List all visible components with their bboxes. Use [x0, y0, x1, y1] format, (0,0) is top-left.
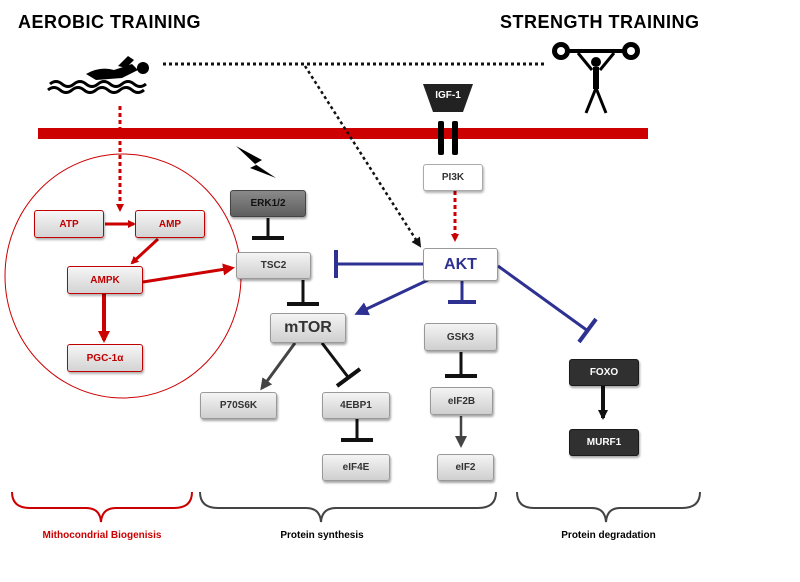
ampk-node: AMPK [67, 266, 143, 294]
igf1-shape [423, 84, 473, 112]
swimmer-icon [47, 56, 149, 94]
eif2b-node: eIF2B [430, 387, 493, 415]
4ebp1-node: 4EBP1 [322, 392, 390, 419]
inhibit-akt-tsc2 [334, 250, 423, 278]
aerobic-training-title: AEROBIC TRAINING [18, 12, 201, 32]
pi3k-node: PI3K [423, 164, 483, 191]
lightning-icon [236, 146, 276, 178]
arrow-akt-mtor [354, 278, 429, 316]
amp-node: AMP [135, 210, 205, 238]
inhibit-akt-foxo [497, 264, 598, 344]
tsc2-node: TSC2 [236, 252, 311, 279]
erk-node: ERK1/2 [230, 190, 306, 217]
inhibit-gsk3-eif2b [445, 352, 477, 378]
brace-mito [11, 491, 193, 523]
strength-training-title: STRENGTH TRAINING [500, 12, 700, 32]
pgc1a-node: PGC-1α [67, 344, 143, 372]
inhibit-4ebp1-eif4e [341, 418, 373, 442]
inhibit-tsc2-mtor [287, 280, 319, 306]
caption-mito: Mithocondrial Biogenisis [42, 530, 162, 541]
arrow-amp-ampk [130, 237, 160, 265]
arrow-mtor-p70s6k [260, 342, 297, 391]
p70s6k-node: P70S6K [200, 392, 277, 419]
link-training-akt [303, 65, 422, 248]
eif4e-node: eIF4E [322, 454, 390, 481]
inhibit-akt-gsk3 [448, 281, 476, 304]
inhibit-mtor-4ebp1 [320, 342, 362, 388]
caption-synthesis: Protein synthesis [280, 530, 364, 541]
mtor-node: mTOR [270, 313, 346, 343]
weightlifter-icon [552, 42, 640, 114]
gsk3-node: GSK3 [424, 323, 497, 351]
eif2-node: eIF2 [437, 454, 494, 481]
akt-node: AKT [423, 248, 498, 281]
caption-degradation: Protein degradation [561, 530, 656, 541]
igf1-node: IGF-1 [423, 84, 473, 112]
inhibit-erk-tsc2 [252, 218, 284, 240]
arrow-ampk-tsc2 [142, 263, 235, 284]
brace-synthesis [199, 491, 497, 523]
murf1-node: MURF1 [569, 429, 639, 456]
igf1-receptor [438, 121, 458, 155]
foxo-node: FOXO [569, 359, 639, 386]
igf1-label: IGF-1 [435, 90, 461, 101]
atp-node: ATP [34, 210, 104, 238]
brace-degradation [516, 491, 701, 523]
cell-membrane [38, 128, 648, 139]
